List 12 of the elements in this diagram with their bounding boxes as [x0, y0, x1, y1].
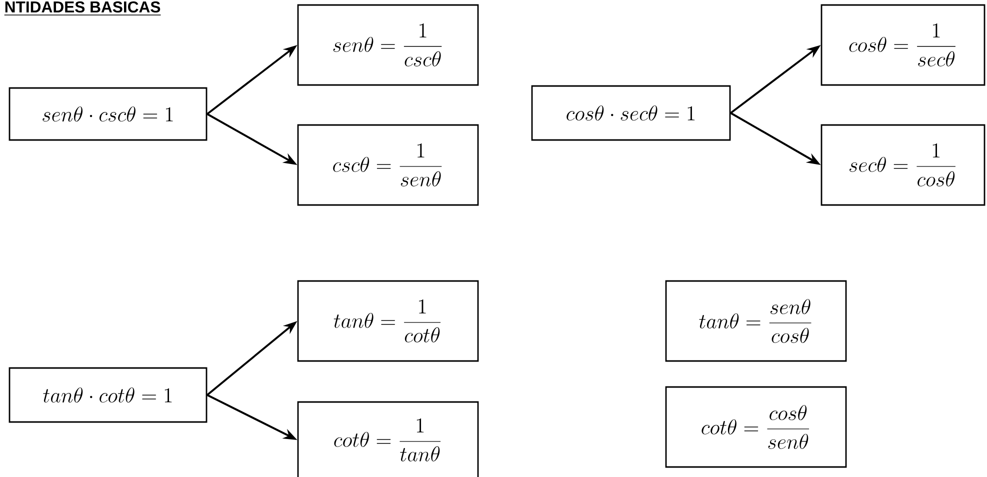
formula-box: $tan\theta = \frac{sen\theta}{cos\theta}$: [665, 280, 847, 362]
formula-box: $cos\theta = \frac{1}{sec\theta}$: [820, 4, 986, 86]
formula-box: $cot\theta = \frac{cos\theta}{sen\theta}$: [665, 386, 847, 468]
formula-box: $cos\theta \cdot sec\theta = 1$: [531, 85, 731, 141]
formula-box: $tan\theta \cdot cot\theta = 1$: [8, 367, 208, 423]
title: NTIDADES BASICAS: [4, 1, 162, 16]
formula-box: $sen\theta \cdot csc\theta = 1$: [8, 87, 208, 141]
formula-box: $sec\theta = \frac{1}{cos\theta}$: [820, 124, 986, 206]
formula-box: $sen\theta = \frac{1}{csc\theta}$: [297, 4, 479, 86]
formula-box: $tan\theta = \frac{1}{cot\theta}$: [297, 280, 479, 362]
formula-box: $cot\theta = \frac{1}{tan\theta}$: [297, 401, 479, 477]
formula-box: $csc\theta = \frac{1}{sen\theta}$: [297, 124, 479, 206]
